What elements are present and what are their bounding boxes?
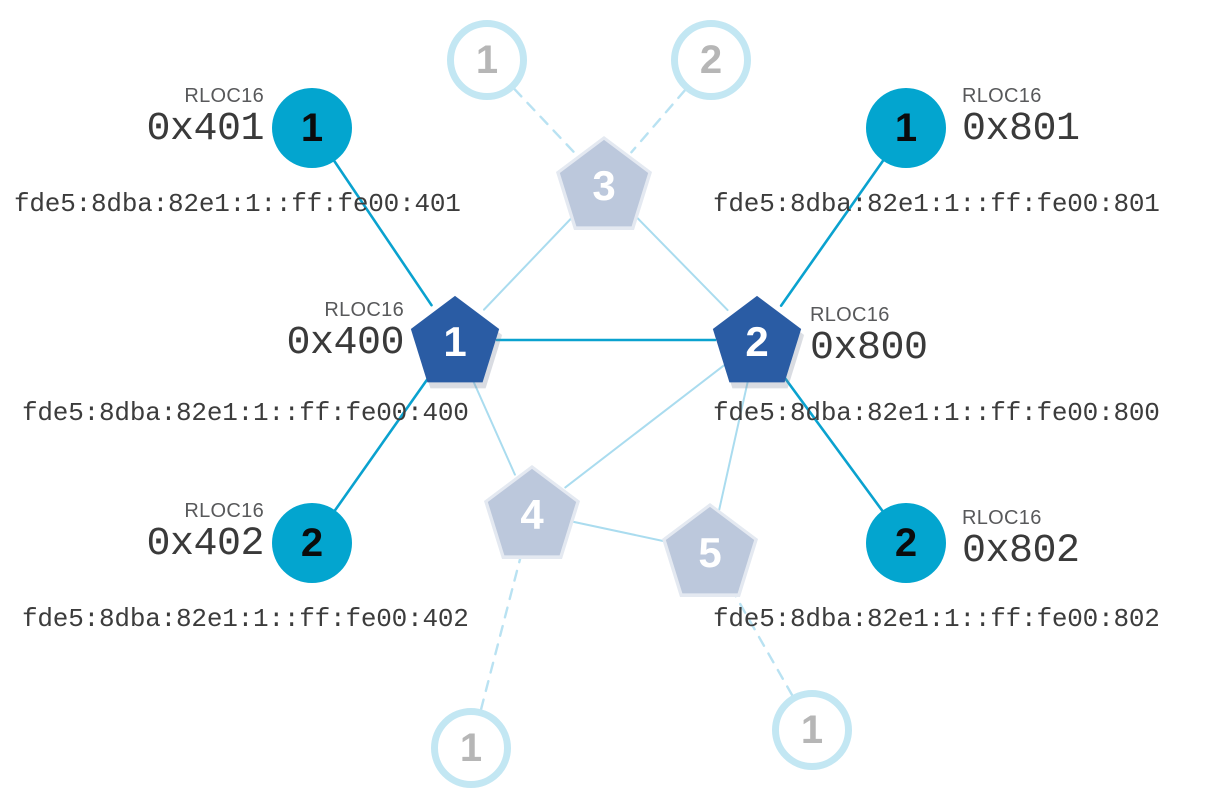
- ipv6-address-0x402: fde5:8dba:82e1:1::ff:fe00:402: [22, 604, 469, 634]
- node-index-label: 2: [699, 38, 723, 82]
- node-0x801[interactable]: 1: [866, 88, 946, 168]
- node-index-label: 4: [520, 491, 544, 538]
- ipv6-address-0x801: fde5:8dba:82e1:1::ff:fe00:801: [713, 189, 1160, 219]
- link-i3-r4: [479, 552, 523, 711]
- rloc-caption: RLOC16: [810, 304, 890, 326]
- link-c801-r800: [779, 159, 885, 307]
- ipv6-address-0x401: fde5:8dba:82e1:1::ff:fe00:401: [14, 189, 461, 219]
- node-0x802[interactable]: 2: [866, 503, 946, 583]
- link-c402-r400: [333, 373, 433, 512]
- node-index-label: 3: [592, 162, 616, 209]
- link-c401-r400: [333, 159, 433, 307]
- node-index-label: 1: [459, 726, 483, 770]
- node-r5[interactable]: 5: [662, 503, 758, 597]
- rloc-value: 0x402: [146, 522, 264, 567]
- rloc-value: 0x802: [962, 529, 1080, 574]
- node-index-label: 2: [300, 521, 324, 565]
- rloc-caption: RLOC16: [962, 85, 1042, 107]
- node-index-label: 1: [443, 318, 467, 365]
- rloc-value: 0x400: [286, 321, 404, 366]
- rloc-caption: RLOC16: [184, 500, 264, 522]
- node-i1[interactable]: 1: [447, 20, 527, 100]
- node-index-label: 1: [894, 106, 918, 150]
- rloc-value: 0x401: [146, 107, 264, 152]
- ipv6-address-0x800: fde5:8dba:82e1:1::ff:fe00:800: [713, 398, 1160, 428]
- node-0x402[interactable]: 2: [272, 503, 352, 583]
- node-index-label: 1: [475, 38, 499, 82]
- rloc-value: 0x801: [962, 107, 1080, 152]
- node-i2[interactable]: 2: [671, 20, 751, 100]
- node-0x400[interactable]: 1: [409, 294, 503, 389]
- link-r4-r5: [572, 520, 670, 544]
- rloc-caption: RLOC16: [184, 85, 264, 107]
- link-c802-r800: [780, 372, 884, 513]
- node-i3[interactable]: 1: [431, 708, 511, 788]
- node-0x401[interactable]: 1: [272, 88, 352, 168]
- node-index-label: 1: [800, 708, 824, 752]
- node-index-label: 2: [894, 521, 918, 565]
- link-i2-r3: [630, 89, 687, 154]
- node-0x800[interactable]: 2: [711, 294, 805, 389]
- link-r400-r3: [483, 213, 576, 311]
- ipv6-address-0x802: fde5:8dba:82e1:1::ff:fe00:802: [713, 604, 1160, 634]
- node-i4[interactable]: 1: [772, 690, 852, 770]
- rloc-value: 0x800: [810, 326, 928, 371]
- node-r4[interactable]: 4: [484, 465, 580, 559]
- rloc-caption: RLOC16: [324, 299, 404, 321]
- rloc-caption: RLOC16: [962, 507, 1042, 529]
- link-i1-r3: [513, 87, 577, 155]
- link-r800-r4: [564, 364, 725, 489]
- ipv6-address-0x400: fde5:8dba:82e1:1::ff:fe00:400: [22, 398, 469, 428]
- node-index-label: 1: [300, 106, 324, 150]
- node-index-label: 5: [698, 529, 722, 576]
- link-r800-r3: [632, 212, 729, 312]
- node-r3[interactable]: 3: [556, 136, 652, 230]
- link-i4-r5: [729, 586, 794, 697]
- node-index-label: 2: [745, 318, 769, 365]
- link-r800-r5: [718, 379, 749, 512]
- link-r400-r4: [471, 377, 516, 476]
